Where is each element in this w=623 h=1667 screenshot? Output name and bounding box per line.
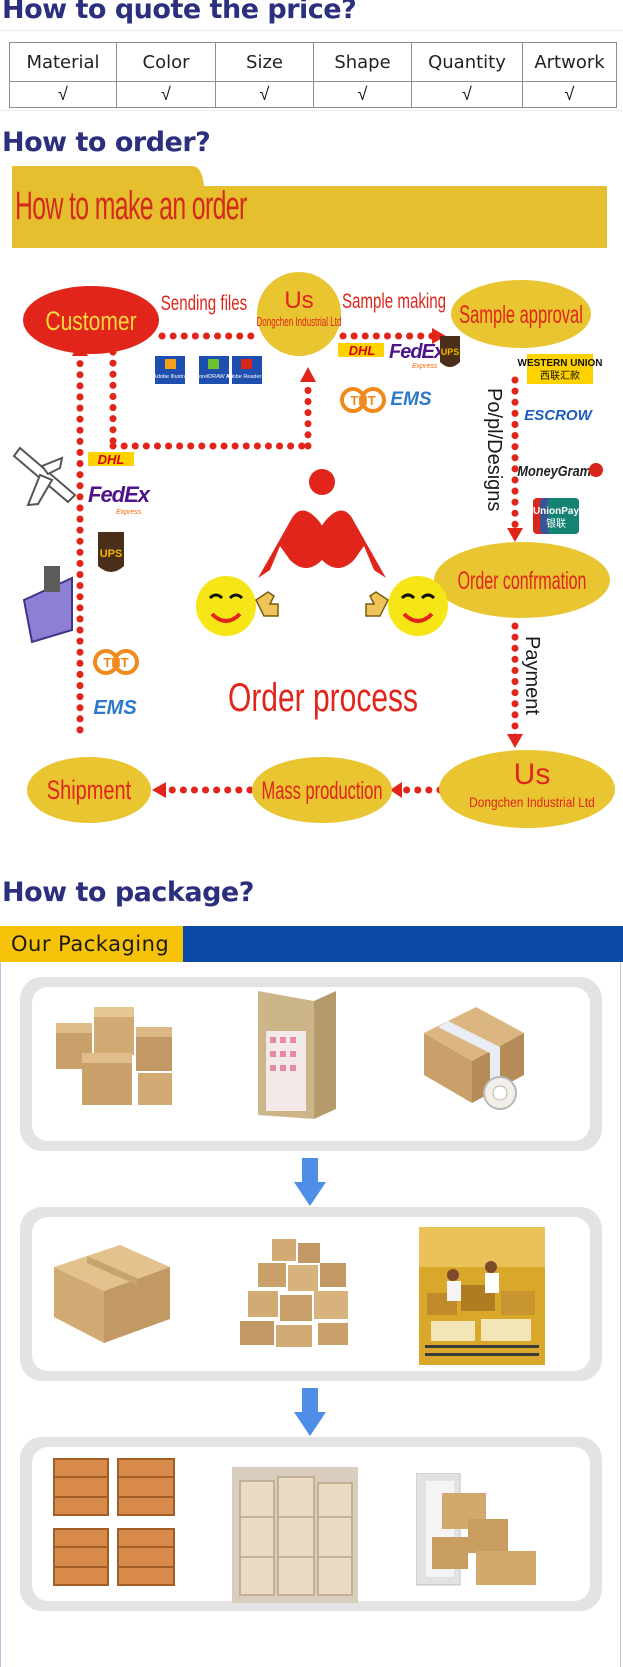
node-sample-approval <box>451 280 591 348</box>
node-mass-production-label: Mass production <box>261 778 382 805</box>
node-mass-production <box>252 757 392 823</box>
tnt-icon: TNT <box>103 655 128 670</box>
ups-label: UPS <box>100 548 123 560</box>
packaging-panel-3 <box>20 1437 602 1611</box>
edge-label-po-designs: Po/pl/Designs <box>483 388 505 511</box>
dhl-icon: DHL <box>349 343 376 358</box>
arrow-down-icon <box>294 1388 326 1436</box>
airplane-icon <box>12 446 77 507</box>
order-heading: How to order? <box>2 127 211 158</box>
truck-loading-photo <box>416 1473 536 1586</box>
quote-header-row: Material Color Size Shape Quantity Artwo… <box>9 42 617 82</box>
escrow-icon: ESCROW <box>524 407 593 424</box>
smiley-left-icon <box>196 576 279 636</box>
check-cell: √ <box>215 81 314 108</box>
fedex-express-label: Express <box>412 363 438 370</box>
edge-label-payment: Payment <box>521 636 543 715</box>
col-shape: Shape <box>313 42 412 82</box>
edge-label-sending-files: Sending files <box>161 290 248 314</box>
packaging-tab <box>0 926 183 962</box>
adobe-reader-icon <box>241 359 252 369</box>
quote-heading: How to quote the price? <box>2 0 357 25</box>
ups-label: UPS <box>441 347 460 357</box>
western-union-cn: 西联汇款 <box>540 369 580 382</box>
node-shipment <box>27 757 151 823</box>
stacked-boxes-photo <box>56 1007 172 1105</box>
unionpay-cn: 银联 <box>546 517 566 530</box>
courier-logos-top: DHL FedEx Express UPS TNT EMS <box>338 336 460 413</box>
arrow-down-icon <box>294 1158 326 1206</box>
packaging-frame <box>0 962 621 1667</box>
node-us-small <box>257 272 341 356</box>
wooden-crates-photo <box>53 1458 175 1586</box>
tnt-icon: TNT <box>350 393 375 408</box>
order-process-label: Order process <box>228 676 418 720</box>
node-shipment-label: Shipment <box>47 775 132 806</box>
fedex-icon: FedEx <box>88 482 151 507</box>
unionpay-icon: UnionPay <box>533 506 580 517</box>
company-logo <box>258 469 386 578</box>
ems-icon: EMS <box>390 389 432 410</box>
divider <box>0 110 623 111</box>
warehouse-workers-photo <box>419 1227 545 1365</box>
node-order-confirmation <box>434 542 610 618</box>
divider <box>0 30 623 31</box>
node-us-small-sub: Dongchen Industrial Ltd <box>257 315 342 329</box>
node-customer <box>23 286 159 354</box>
col-size: Size <box>215 42 314 82</box>
col-color: Color <box>116 42 216 82</box>
software-label: Adobe Reader XI <box>226 374 269 380</box>
node-us-small-label: Us <box>284 287 313 314</box>
node-us-large <box>439 750 615 828</box>
open-box-photo <box>258 991 336 1119</box>
packaging-panel-1 <box>20 977 602 1151</box>
closed-box-photo <box>54 1245 170 1343</box>
moneygram-icon: MoneyGram. <box>517 462 594 479</box>
software-icons: Adobe Illustra CorelDRAW X4 Adobe Reader… <box>153 356 269 384</box>
order-banner <box>12 166 607 248</box>
quote-check-row: √ √ √ √ √ √ <box>9 81 617 108</box>
node-order-confirmation-label: Order confrmation <box>458 568 587 595</box>
taped-box-photo <box>424 1007 524 1110</box>
check-cell: √ <box>411 81 523 108</box>
box-pile-photo <box>240 1239 348 1347</box>
software-label: Adobe Illustra <box>153 374 188 380</box>
col-material: Material <box>9 42 117 82</box>
western-union-icon: WESTERN UNION <box>518 358 603 369</box>
order-banner-title: How to make an order <box>15 184 247 228</box>
check-cell: √ <box>522 81 617 108</box>
check-cell: √ <box>313 81 412 108</box>
check-cell: √ <box>9 81 117 108</box>
crate-stack-photo <box>232 1467 358 1603</box>
payment-logos: WESTERN UNION 西联汇款 ESCROW MoneyGram. Uni… <box>517 354 603 534</box>
check-cell: √ <box>116 81 216 108</box>
dhl-icon: DHL <box>98 452 125 467</box>
node-us-large-sub: Dongchen Industrial Ltd <box>469 794 595 810</box>
courier-logos-left: DHL FedEx Express UPS TNT EMS <box>88 452 152 719</box>
ship-icon <box>22 566 73 644</box>
node-sample-approval-label: Sample approval <box>459 302 583 329</box>
fedex-express-label: Express <box>116 509 142 516</box>
edge-label-sample-making: Sample making <box>342 288 446 312</box>
software-label: CorelDRAW X4 <box>195 374 233 380</box>
fedex-icon: FedEx <box>389 341 446 363</box>
ups-icon <box>98 532 124 572</box>
ups-icon <box>440 336 460 367</box>
order-process-diagram: Customer Us Dongchen Industrial Ltd Samp… <box>12 272 615 828</box>
illustrator-icon <box>165 359 176 369</box>
quote-table: Material Color Size Shape Quantity Artwo… <box>9 42 617 108</box>
node-customer-label: Customer <box>45 307 136 337</box>
coreldraw-icon <box>208 359 219 369</box>
col-quantity: Quantity <box>411 42 523 82</box>
node-us-large-label: Us <box>514 758 551 791</box>
packaging-tab-label: Our Packaging <box>11 932 170 956</box>
col-artwork: Artwork <box>522 42 617 82</box>
ems-icon: EMS <box>93 697 137 719</box>
package-heading: How to package? <box>2 877 254 908</box>
packaging-panel-2 <box>20 1207 602 1381</box>
smiley-right-icon <box>365 576 448 636</box>
